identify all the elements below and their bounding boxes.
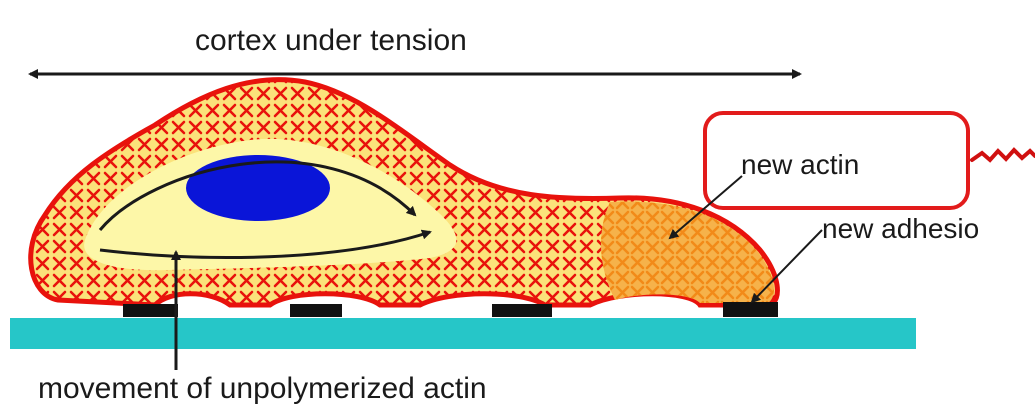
movement-label: movement of unpolymerized actin (38, 372, 487, 405)
new-adhesion-label: new adhesio (822, 213, 979, 244)
adhesion-1 (123, 304, 178, 317)
red-scribble (972, 150, 1035, 160)
adhesion-4 (723, 302, 778, 317)
new-actin-label: new actin (741, 149, 859, 180)
substrate (10, 318, 916, 349)
adhesion-3 (492, 304, 552, 317)
adhesion-2 (290, 304, 342, 317)
cortex-label: cortex under tension (195, 24, 467, 57)
new-actin-mesh (601, 201, 774, 303)
